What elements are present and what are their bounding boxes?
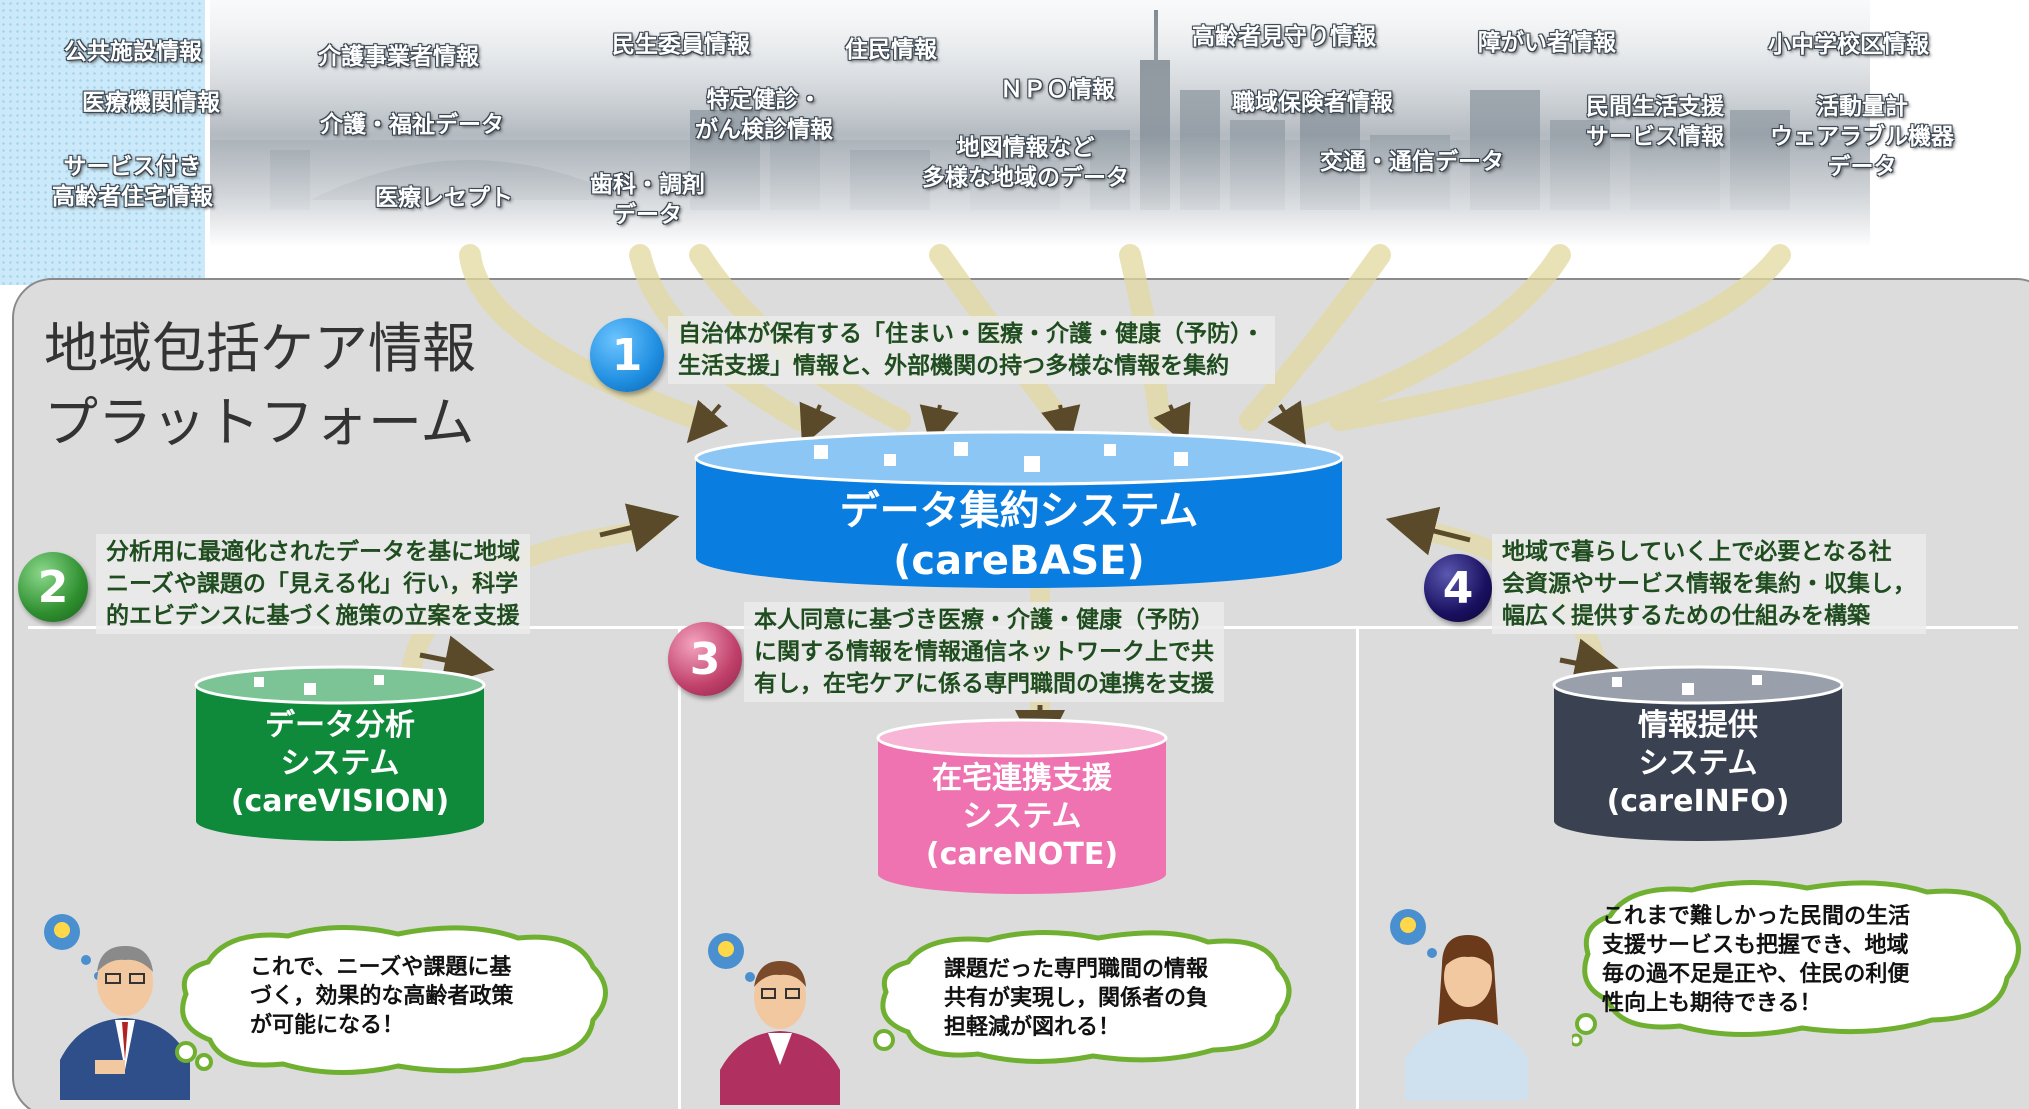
source-label-disabled-persons: 障がい者情報: [1478, 30, 1616, 56]
decorative-dotted-strip: [0, 0, 205, 285]
carevision-label: データ分析 システム (careVISION): [230, 708, 450, 819]
source-label-residents: 住民情報: [845, 37, 937, 63]
step-4-badge: 4: [1424, 554, 1492, 622]
policy-maker-speech-text: これで、ニーズや課題に基 づく，効果的な高齢者政策 が可能になる！: [250, 955, 514, 1038]
careinfo-cylinder: 情報提供 システム (careINFO): [1552, 663, 1844, 843]
source-label-dental-pharmacy: 歯科・調剤 データ: [590, 172, 705, 228]
resident-speech-bubble: [1572, 879, 2021, 1047]
policy-maker-illustration: [44, 914, 190, 1100]
source-label-medical-institutions: 医療機関情報: [82, 90, 220, 116]
carebase-cylinder-shape: [694, 430, 1344, 588]
source-label-welfare-commissioners: 民生委員情報: [612, 32, 750, 58]
source-label-health-checkups: 特定健診・ がん検診情報: [695, 87, 833, 143]
care-professional-illustration: [708, 933, 840, 1105]
source-label-senior-housing: サービス付き 高齢者住宅情報: [52, 154, 213, 210]
step-1-badge: 1: [590, 318, 664, 392]
careinfo-label: 情報提供 システム (careINFO): [1606, 708, 1790, 819]
source-label-medical-receipts: 医療レセプト: [375, 185, 513, 211]
divider-vertical-right: [1356, 626, 1359, 1109]
carebase-cylinder: データ集約システム (careBASE): [694, 430, 1344, 590]
resident-speech-text: これまで難しかった民間の生活 支援サービスも把握でき、地域 毎の過不足是正や、住…: [1602, 904, 1911, 1016]
step-2-description: 分析用に最適化されたデータを基に地域 ニーズや課題の「見える化」行い，科学 的エ…: [96, 534, 530, 634]
platform-title: 地域包括ケア情報 プラットフォーム: [44, 317, 476, 454]
carebase-label: データ集約システム (careBASE): [839, 488, 1199, 584]
policy-maker-speech-bubble: [175, 924, 608, 1076]
step-1-description: 自治体が保有する「住まい・医療・介護・健康（予防）・ 生活支援」情報と、外部機関…: [668, 316, 1275, 384]
source-label-npo: ＮＰＯ情報: [1000, 77, 1115, 103]
step-3-badge: 3: [668, 622, 742, 696]
city-skyline-illustration: [210, 0, 1870, 245]
step-2-badge: 2: [18, 552, 88, 622]
source-label-elderly-watch: 高齢者見守り情報: [1192, 24, 1376, 50]
divider-vertical-left: [678, 626, 681, 1109]
source-label-care-providers: 介護事業者情報: [318, 44, 479, 70]
step-3-description: 本人同意に基づき医療・介護・健康（予防） に関する情報を情報通信ネットワーク上で…: [744, 602, 1224, 702]
source-label-workplace-insurers: 職域保険者情報: [1232, 90, 1393, 116]
careinfo-cylinder-shape: [1552, 665, 1844, 841]
source-label-public-facilities: 公共施設情報: [64, 39, 202, 65]
source-label-school-districts: 小中学校区情報: [1768, 32, 1929, 58]
source-label-activity-wearable: 活動量計 ウェアラブル機器 データ: [1770, 94, 1954, 180]
resident-illustration: [1390, 909, 1528, 1100]
source-label-transport-telecom: 交通・通信データ: [1320, 149, 1504, 175]
source-label-map-data: 地図情報など 多様な地域のデータ: [922, 135, 1129, 191]
carevision-cylinder: データ分析 システム (careVISION): [194, 663, 486, 843]
source-label-private-life-support: 民間生活支援 サービス情報: [1586, 94, 1724, 150]
care-professional-speech-text: 課題だった専門職間の情報 共有が実現し，関係者の負 担軽減が図れる！: [944, 957, 1209, 1040]
carenote-label: 在宅連携支援 システム (careNOTE): [925, 761, 1119, 872]
carevision-cylinder-shape: [194, 665, 486, 841]
carenote-cylinder-shape: [876, 718, 1168, 894]
carenote-cylinder: 在宅連携支援 システム (careNOTE): [876, 716, 1168, 896]
step-4-description: 地域で暮らしていく上で必要となる社 会資源やサービス情報を集約・収集し， 幅広く…: [1492, 534, 1926, 634]
source-label-care-welfare: 介護・福祉データ: [320, 112, 504, 138]
care-professional-speech-bubble: [873, 929, 1292, 1065]
